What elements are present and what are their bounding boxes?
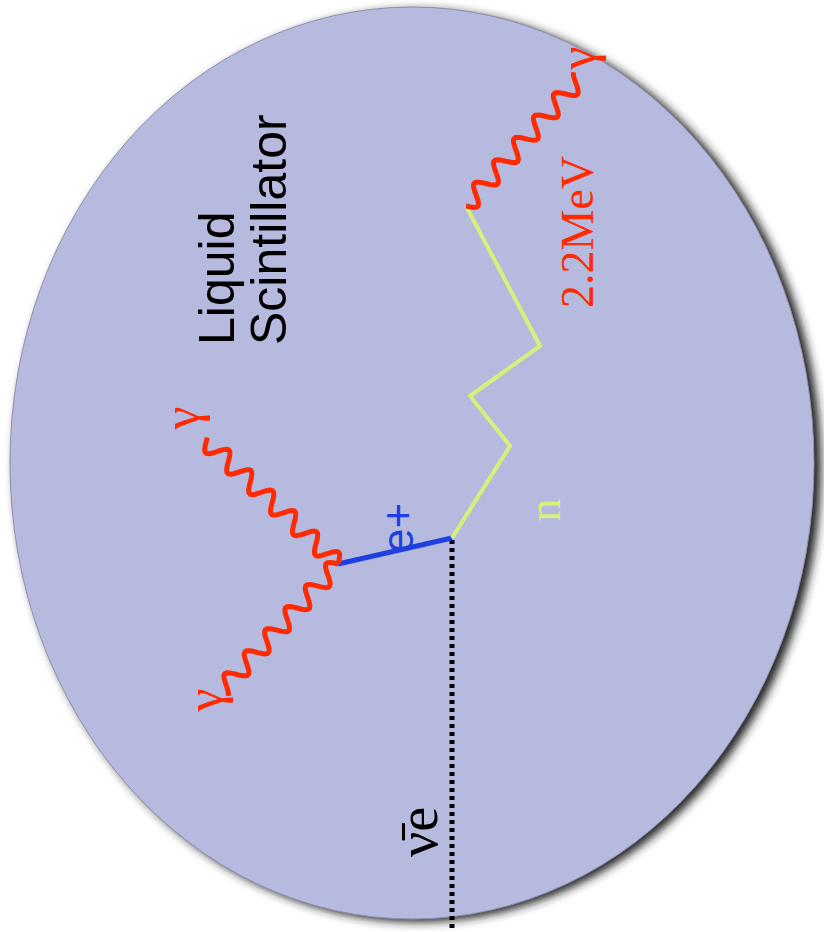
gamma-wave <box>205 438 340 565</box>
scintillator-sphere <box>10 7 814 919</box>
neutrino-track <box>450 540 455 932</box>
gamma-label: γ <box>552 47 604 70</box>
gamma-label: γ <box>156 407 208 430</box>
scintillator-volume: Liquid Scintillator <box>10 7 814 919</box>
energy-label: 2.2MeV <box>555 156 601 308</box>
gamma-wave <box>224 562 338 696</box>
neutron-track <box>452 206 540 538</box>
neutron-label: n <box>522 499 568 522</box>
positron-label: e+ <box>376 503 420 553</box>
volume-label: Liquid Scintillator <box>191 35 295 345</box>
antineutrino-label: ν̄e <box>390 807 446 857</box>
gamma-label: γ <box>179 689 231 712</box>
